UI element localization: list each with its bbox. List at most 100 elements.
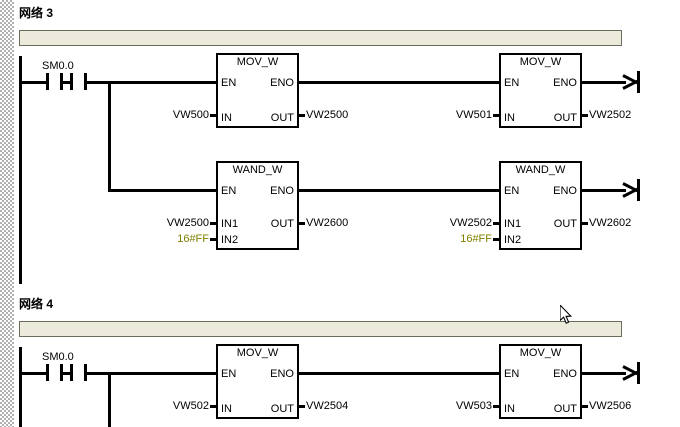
stub-mov3-in <box>210 405 217 408</box>
stub-mov1-in <box>210 114 217 117</box>
pin-in2: IN2 <box>221 234 239 246</box>
pin-out: OUT <box>270 403 294 415</box>
wire-wand1-eno-to-wand2-en <box>299 189 500 192</box>
function-block-wand-w-1[interactable]: WAND_W EN ENO IN1 OUT IN2 <box>216 161 299 250</box>
operand-wand1-out[interactable]: VW2600 <box>306 217 349 229</box>
stub-wand2-in2 <box>493 238 500 241</box>
block-title: WAND_W <box>232 164 283 176</box>
stub-mov3-out <box>298 405 305 408</box>
operand-wand2-in2[interactable]: 16#FF <box>460 233 492 245</box>
wire-mov2-eno-to-continuation <box>582 81 626 84</box>
pin-en: EN <box>504 77 520 89</box>
pin-eno: ENO <box>270 77 294 89</box>
pin-eno: ENO <box>270 185 294 197</box>
contact-bar-left <box>70 73 73 90</box>
operand-mov1-in[interactable]: VW500 <box>172 109 209 121</box>
pin-out: OUT <box>270 112 294 124</box>
network-4-comment-banner[interactable] <box>19 321 622 337</box>
network-4-power-rail <box>19 347 22 427</box>
operand-mov3-out[interactable]: VW2504 <box>306 400 349 412</box>
operand-wand2-in1[interactable]: VW2502 <box>449 217 492 229</box>
pin-in2: IN2 <box>504 234 522 246</box>
contact-bar-left <box>46 73 49 90</box>
operand-mov1-out[interactable]: VW2500 <box>306 109 349 121</box>
pin-out: OUT <box>553 112 577 124</box>
stub-wand1-in1 <box>210 222 217 225</box>
operand-mov4-out[interactable]: VW2506 <box>589 400 632 412</box>
wire-rail-to-contact-1 <box>19 81 46 84</box>
pin-en: EN <box>504 368 520 380</box>
wire-wand2-eno-to-continuation <box>582 189 626 192</box>
network-3-comment-banner[interactable] <box>19 30 622 46</box>
stub-mov1-out <box>298 114 305 117</box>
function-block-mov-w-3[interactable]: MOV_W EN ENO IN OUT <box>216 344 299 419</box>
pin-in: IN <box>504 403 515 415</box>
pin-eno: ENO <box>553 77 577 89</box>
function-block-mov-w-2[interactable]: MOV_W EN ENO IN OUT <box>499 53 582 128</box>
operand-wand2-out[interactable]: VW2602 <box>589 217 632 229</box>
wire-mov3-eno-to-mov4-en <box>299 372 500 375</box>
block-title: WAND_W <box>515 164 566 176</box>
stub-mov4-in <box>493 405 500 408</box>
mouse-cursor-arrow-icon <box>559 303 573 325</box>
continuation-arrow-icon-2 <box>622 179 641 201</box>
contact-bar-left <box>70 364 73 381</box>
operand-mov3-in[interactable]: VW502 <box>172 400 209 412</box>
wire-mov1-eno-to-mov2-en <box>299 81 500 84</box>
pin-eno: ENO <box>553 185 577 197</box>
block-title: MOV_W <box>236 347 279 359</box>
pin-en: EN <box>221 185 237 197</box>
pin-eno: ENO <box>270 368 294 380</box>
network-4-title: 网络 4 <box>19 297 54 311</box>
wire-contact-3-to-4 <box>60 372 73 375</box>
editor-gutter-strip <box>0 0 14 427</box>
wire-contact-1-to-2 <box>60 81 73 84</box>
pin-out: OUT <box>270 218 294 230</box>
stub-wand2-in1 <box>493 222 500 225</box>
pin-eno: ENO <box>553 368 577 380</box>
network-3-power-rail <box>19 56 22 284</box>
operand-wand1-in2[interactable]: 16#FF <box>177 233 209 245</box>
stub-wand1-in2 <box>210 238 217 241</box>
pin-en: EN <box>221 368 237 380</box>
stub-wand2-out <box>581 222 588 225</box>
pin-in1: IN1 <box>221 218 239 230</box>
branch-vertical-network-4 <box>108 372 111 427</box>
block-title: MOV_W <box>519 56 562 68</box>
stub-mov4-out <box>581 405 588 408</box>
wire-mov4-eno-to-continuation <box>582 372 626 375</box>
pin-out: OUT <box>553 218 577 230</box>
pin-en: EN <box>221 77 237 89</box>
pin-in1: IN1 <box>504 218 522 230</box>
stub-wand1-out <box>298 222 305 225</box>
arrow-shaft <box>637 71 640 93</box>
wire-contact-2-to-mov1-en <box>84 81 216 84</box>
contact-sm00-label-1: SM0.0 <box>42 60 74 72</box>
block-title: MOV_W <box>236 56 279 68</box>
network-3-title: 网络 3 <box>19 6 54 20</box>
operand-wand1-in1[interactable]: VW2500 <box>166 217 209 229</box>
function-block-mov-w-1[interactable]: MOV_W EN ENO IN OUT <box>216 53 299 128</box>
pin-in: IN <box>504 112 515 124</box>
pin-in: IN <box>221 112 232 124</box>
operand-mov2-in[interactable]: VW501 <box>455 109 492 121</box>
arrow-shaft <box>637 362 640 384</box>
pin-out: OUT <box>553 403 577 415</box>
continuation-arrow-icon-3 <box>622 362 641 384</box>
wire-branch-to-wand1-en <box>108 189 216 192</box>
pin-en: EN <box>504 185 520 197</box>
arrow-shaft <box>637 179 640 201</box>
operand-mov4-in[interactable]: VW503 <box>455 400 492 412</box>
stub-mov2-in <box>493 114 500 117</box>
operand-mov2-out[interactable]: VW2502 <box>589 109 632 121</box>
contact-sm00-label-2: SM0.0 <box>42 351 74 363</box>
function-block-wand-w-2[interactable]: WAND_W EN ENO IN1 OUT IN2 <box>499 161 582 250</box>
function-block-mov-w-4[interactable]: MOV_W EN ENO IN OUT <box>499 344 582 419</box>
pin-in: IN <box>221 403 232 415</box>
contact-bar-left <box>46 364 49 381</box>
wire-contact-4-to-mov3-en <box>84 372 216 375</box>
stub-mov2-out <box>581 114 588 117</box>
continuation-arrow-icon-1 <box>622 71 641 93</box>
wire-rail-to-contact-3 <box>19 372 46 375</box>
